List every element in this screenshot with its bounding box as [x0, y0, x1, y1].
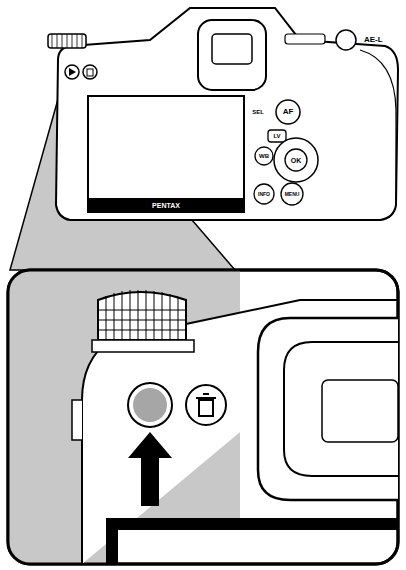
button-label: INFO	[258, 192, 270, 197]
brand-logo: PENTAX	[152, 202, 180, 209]
button-label: AE-L	[364, 36, 383, 44]
button-label: AF	[283, 108, 294, 116]
button-label: OK	[291, 157, 302, 164]
button-label: LV	[273, 133, 280, 139]
button-label: SEL	[252, 109, 264, 115]
button-label: MENU	[285, 192, 300, 197]
button-label: WB	[259, 153, 269, 159]
